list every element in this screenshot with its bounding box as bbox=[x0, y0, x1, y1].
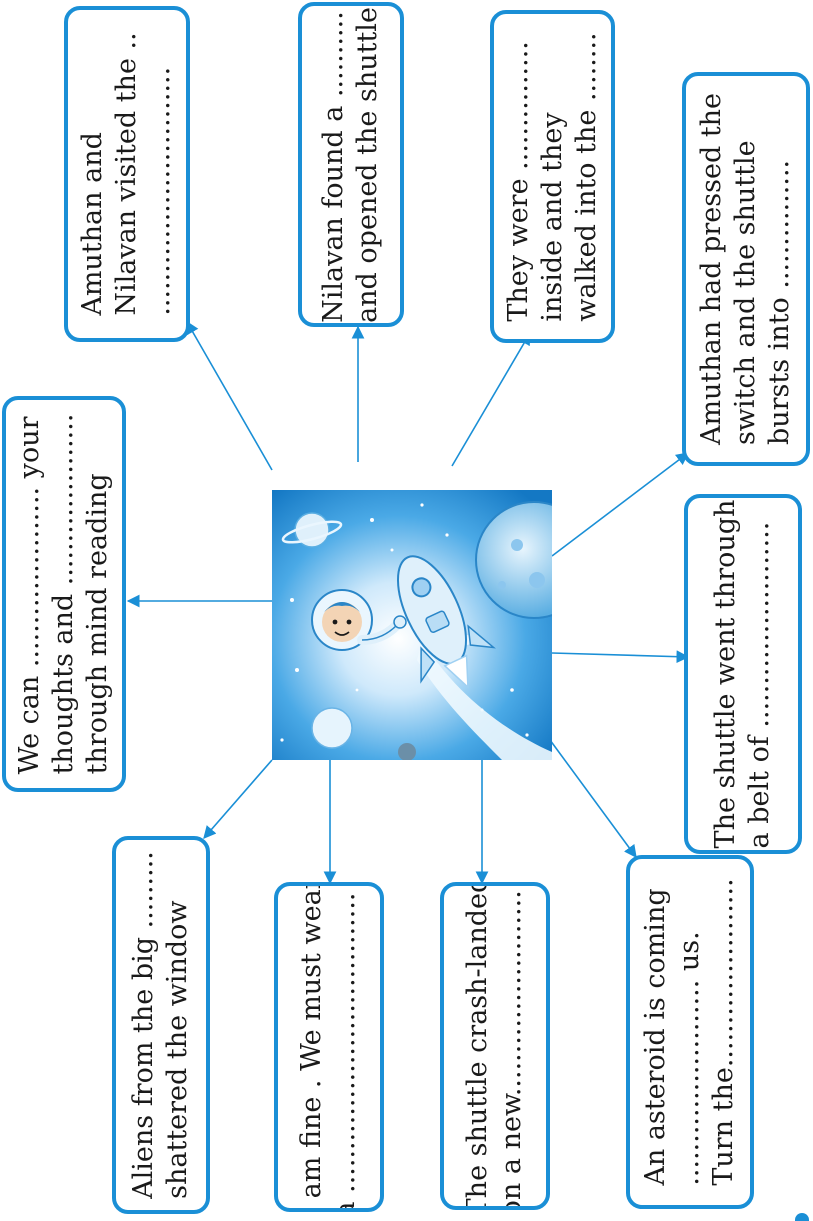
astronaut-illustration bbox=[272, 490, 593, 761]
arrow-to-belt bbox=[551, 650, 690, 664]
arrow-to-aliens bbox=[203, 759, 273, 839]
box-belt: The shuttle went through a belt of .....… bbox=[684, 494, 802, 854]
box-found: Nilavan found a .......... and opened th… bbox=[298, 2, 404, 327]
box-wear-text: I am fine . We must wear a .............… bbox=[296, 882, 361, 1212]
box-thoughts-text: We can ..................... your though… bbox=[14, 413, 113, 775]
page-corner-mark bbox=[795, 1213, 809, 1221]
astronaut-rocket-space-illustration bbox=[272, 490, 593, 761]
box-switch: Amuthan had pressed the switch and the s… bbox=[682, 72, 810, 466]
box-asteroid-text: An asteroid is coming ..................… bbox=[640, 878, 739, 1186]
box-aliens: Aliens from the big ......... shattered … bbox=[112, 836, 210, 1214]
box-belt-text: The shuttle went through a belt of .....… bbox=[710, 499, 775, 849]
box-switch-text: Amuthan had pressed the switch and the s… bbox=[696, 92, 795, 446]
box-crash-text: The shuttle crash-landed on a new.......… bbox=[462, 882, 527, 1210]
arrow-to-switch bbox=[551, 452, 690, 557]
box-found-text: Nilavan found a .......... and opened th… bbox=[318, 6, 383, 323]
arrow-to-visited bbox=[186, 320, 273, 471]
box-visited: Amuthan and Nilavan visited the .. .....… bbox=[64, 6, 190, 342]
box-aliens-text: Aliens from the big ......... shattered … bbox=[128, 851, 193, 1199]
arrow-to-inside bbox=[451, 331, 531, 467]
box-asteroid: An asteroid is coming ..................… bbox=[626, 855, 754, 1209]
box-thoughts: We can ..................... your though… bbox=[2, 396, 126, 792]
box-visited-text: Amuthan and Nilavan visited the .. .....… bbox=[77, 32, 176, 316]
box-wear: I am fine . We must wear a .............… bbox=[274, 882, 384, 1212]
box-inside: They were ............... inside and the… bbox=[490, 10, 615, 343]
arrow-to-asteroid bbox=[549, 739, 637, 859]
box-crash: The shuttle crash-landed on a new.......… bbox=[440, 882, 550, 1210]
box-inside-text: They were ............... inside and the… bbox=[502, 31, 602, 322]
